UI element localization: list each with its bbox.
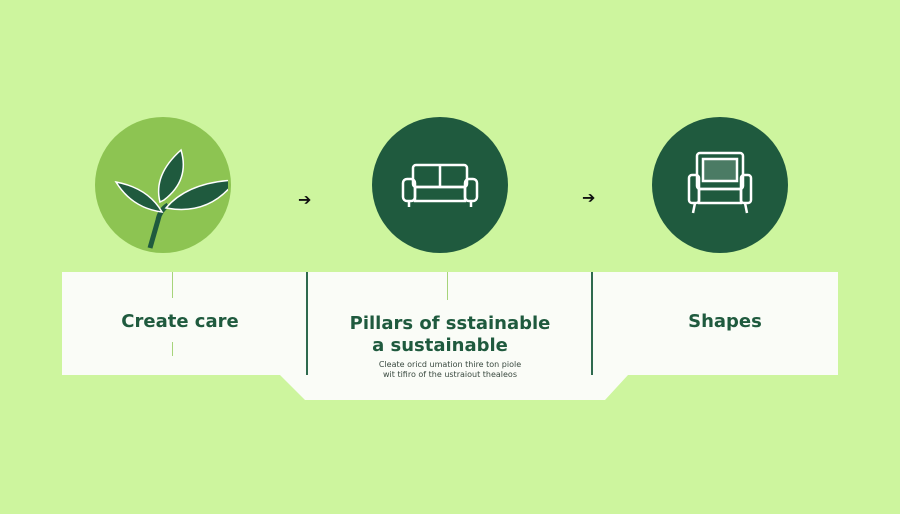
sofa-icon bbox=[401, 163, 479, 207]
step-3-circle bbox=[652, 117, 788, 253]
step-2-desc-line2: wit tifiro of the ustraiout thealeos bbox=[383, 370, 517, 379]
divider bbox=[306, 272, 308, 375]
step-3-title: Shapes bbox=[688, 311, 762, 332]
divider bbox=[591, 272, 593, 375]
step-2-title-line1: Pillars of sstainable bbox=[349, 313, 551, 334]
armchair-icon bbox=[687, 151, 753, 214]
step-2-desc-line1: Cleate oricd umation thire ton piole bbox=[378, 360, 522, 369]
arrow-right-icon: ➔ bbox=[582, 188, 596, 207]
connector-line bbox=[447, 272, 448, 300]
connector-line bbox=[172, 272, 173, 298]
connector-line bbox=[172, 342, 173, 356]
step-1-title: Create care bbox=[121, 311, 239, 332]
step-1-circle bbox=[95, 117, 231, 253]
arrow-right-icon: ➔ bbox=[298, 190, 312, 209]
step-2-circle bbox=[372, 117, 508, 253]
plant-icon bbox=[114, 148, 228, 249]
step-2-title-line2: a sustainable bbox=[372, 335, 508, 356]
